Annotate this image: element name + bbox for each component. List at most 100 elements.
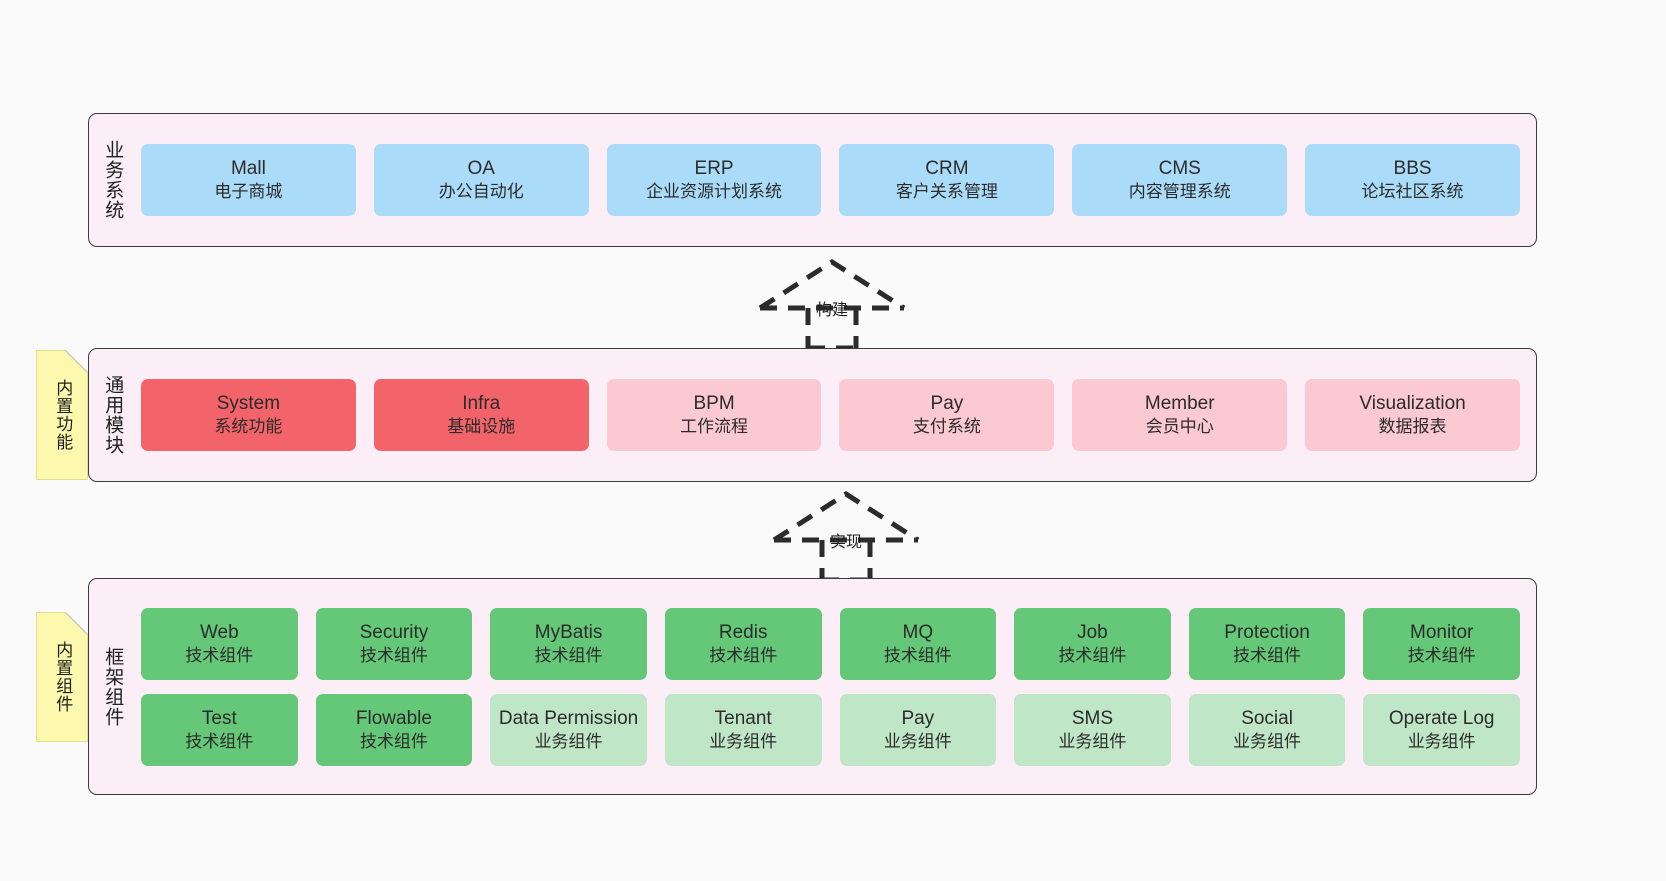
- card-social[interactable]: Social 业务组件: [1188, 693, 1346, 766]
- connector-label-implement: 实现: [829, 534, 863, 551]
- card-mall[interactable]: Mall 电子商城: [141, 144, 356, 216]
- note-builtin-function: 内置功能: [36, 350, 88, 480]
- card-job[interactable]: Job 技术组件: [1014, 607, 1171, 680]
- card-title-en: Web: [199, 621, 239, 643]
- generalization-triangle-icon: [758, 259, 906, 311]
- card-title-en: Pay: [901, 707, 935, 729]
- card-title-en: Visualization: [1359, 393, 1466, 415]
- card-title-en: Security: [359, 621, 429, 643]
- card-sms[interactable]: SMS 业务组件: [1014, 693, 1171, 766]
- card-pay-component[interactable]: Pay 业务组件: [839, 693, 997, 766]
- note-label: 内置功能: [53, 379, 73, 451]
- card-title-en: MyBatis: [534, 621, 603, 643]
- card-title-cn: 客户关系管理: [895, 182, 998, 202]
- connector-implement: 实现: [766, 490, 926, 583]
- note-fold-icon: [65, 613, 87, 635]
- card-test[interactable]: Test 技术组件: [141, 693, 298, 766]
- card-title-cn: 电子商城: [214, 182, 283, 202]
- card-bpm[interactable]: BPM 工作流程: [606, 379, 822, 451]
- card-flowable[interactable]: Flowable 技术组件: [315, 693, 473, 766]
- card-title-cn: 业务组件: [1058, 731, 1127, 751]
- card-title-en: SMS: [1071, 707, 1114, 729]
- card-title-cn: 技术组件: [534, 645, 603, 665]
- card-title-en: CMS: [1158, 158, 1201, 180]
- layer-business-system: 业务系统 Mall 电子商城 OA 办公自动化 ERP 企业资源计划系统 CRM…: [88, 113, 1537, 247]
- card-title-en: MQ: [902, 621, 934, 643]
- card-title-cn: 业务组件: [883, 731, 952, 751]
- card-system[interactable]: System 系统功能: [141, 379, 356, 451]
- card-title-cn: 办公自动化: [438, 182, 524, 202]
- card-title-cn: 技术组件: [359, 645, 428, 665]
- card-title-cn: 工作流程: [680, 417, 749, 437]
- card-oa[interactable]: OA 办公自动化: [373, 144, 589, 216]
- card-erp[interactable]: ERP 企业资源计划系统: [606, 144, 822, 216]
- card-crm[interactable]: CRM 客户关系管理: [839, 144, 1055, 216]
- card-title-cn: 技术组件: [883, 645, 952, 665]
- card-title-en: Monitor: [1410, 621, 1474, 643]
- note-builtin-component: 内置组件: [36, 612, 88, 742]
- card-title-en: Mall: [230, 158, 266, 180]
- layer-body-framework: Web 技术组件 Security 技术组件 MyBatis 技术组件 Redi…: [135, 579, 1536, 794]
- card-title-cn: 基础设施: [447, 417, 516, 437]
- card-member[interactable]: Member 会员中心: [1072, 379, 1288, 451]
- card-security[interactable]: Security 技术组件: [315, 607, 473, 680]
- card-title-cn: 会员中心: [1145, 417, 1214, 437]
- card-tenant[interactable]: Tenant 业务组件: [664, 693, 822, 766]
- card-title-en: ERP: [694, 158, 734, 180]
- card-cms[interactable]: CMS 内容管理系统: [1072, 144, 1288, 216]
- card-title-en: Pay: [930, 393, 964, 415]
- card-title-cn: 技术组件: [359, 731, 428, 751]
- layer-framework-component: 框架组件 Web 技术组件 Security 技术组件 MyBatis 技术组件…: [88, 578, 1537, 795]
- layer-title-framework: 框架组件: [102, 646, 124, 727]
- layer-title-common: 通用模块: [102, 375, 124, 455]
- layer-title-business: 业务系统: [102, 140, 124, 220]
- card-web[interactable]: Web 技术组件: [141, 607, 298, 680]
- connector-build: 构建: [752, 258, 912, 351]
- card-title-en: Infra: [462, 393, 501, 415]
- card-title-cn: 技术组件: [1058, 645, 1127, 665]
- card-title-en: Redis: [718, 621, 768, 643]
- card-title-cn: 业务组件: [1233, 731, 1302, 751]
- layer-common-module: 通用模块 System 系统功能 Infra 基础设施 BPM 工作流程 Pay…: [88, 348, 1537, 482]
- card-title-en: Data Permission: [498, 707, 639, 729]
- card-title-cn: 内容管理系统: [1128, 182, 1231, 202]
- card-operate-log[interactable]: Operate Log 业务组件: [1363, 693, 1520, 766]
- card-row: Mall 电子商城 OA 办公自动化 ERP 企业资源计划系统 CRM 客户关系…: [141, 144, 1520, 216]
- card-title-cn: 系统功能: [214, 417, 283, 437]
- connector-label-build: 构建: [815, 302, 849, 319]
- card-bbs[interactable]: BBS 论坛社区系统: [1305, 144, 1520, 216]
- card-protection[interactable]: Protection 技术组件: [1188, 607, 1346, 680]
- card-redis[interactable]: Redis 技术组件: [664, 607, 822, 680]
- card-title-en: OA: [467, 158, 495, 180]
- card-infra[interactable]: Infra 基础设施: [373, 379, 589, 451]
- card-title-en: Protection: [1224, 621, 1310, 643]
- card-row: System 系统功能 Infra 基础设施 BPM 工作流程 Pay 支付系统…: [141, 379, 1520, 451]
- card-title-cn: 技术组件: [185, 731, 254, 751]
- layer-body-business: Mall 电子商城 OA 办公自动化 ERP 企业资源计划系统 CRM 客户关系…: [135, 114, 1536, 246]
- card-title-en: System: [216, 393, 281, 415]
- card-title-cn: 论坛社区系统: [1361, 182, 1464, 202]
- card-data-permission[interactable]: Data Permission 业务组件: [490, 693, 647, 766]
- card-mybatis[interactable]: MyBatis 技术组件: [490, 607, 647, 680]
- card-monitor[interactable]: Monitor 技术组件: [1363, 607, 1520, 680]
- card-visualization[interactable]: Visualization 数据报表: [1305, 379, 1520, 451]
- card-title-en: Test: [201, 707, 237, 729]
- card-title-en: Member: [1144, 393, 1215, 415]
- card-title-cn: 技术组件: [1233, 645, 1302, 665]
- card-title-en: Tenant: [714, 707, 772, 729]
- card-title-cn: 业务组件: [709, 731, 778, 751]
- card-mq[interactable]: MQ 技术组件: [839, 607, 997, 680]
- card-title-cn: 技术组件: [1407, 645, 1476, 665]
- card-title-cn: 技术组件: [709, 645, 778, 665]
- card-row: Web 技术组件 Security 技术组件 MyBatis 技术组件 Redi…: [141, 607, 1520, 680]
- card-title-cn: 业务组件: [1407, 731, 1476, 751]
- card-title-en: Social: [1241, 707, 1293, 729]
- card-pay[interactable]: Pay 支付系统: [839, 379, 1055, 451]
- card-title-en: Job: [1077, 621, 1108, 643]
- card-title-en: Flowable: [355, 707, 432, 729]
- card-title-cn: 业务组件: [534, 731, 603, 751]
- card-title-cn: 技术组件: [185, 645, 254, 665]
- note-label: 内置组件: [53, 641, 73, 713]
- layer-body-common: System 系统功能 Infra 基础设施 BPM 工作流程 Pay 支付系统…: [135, 349, 1536, 481]
